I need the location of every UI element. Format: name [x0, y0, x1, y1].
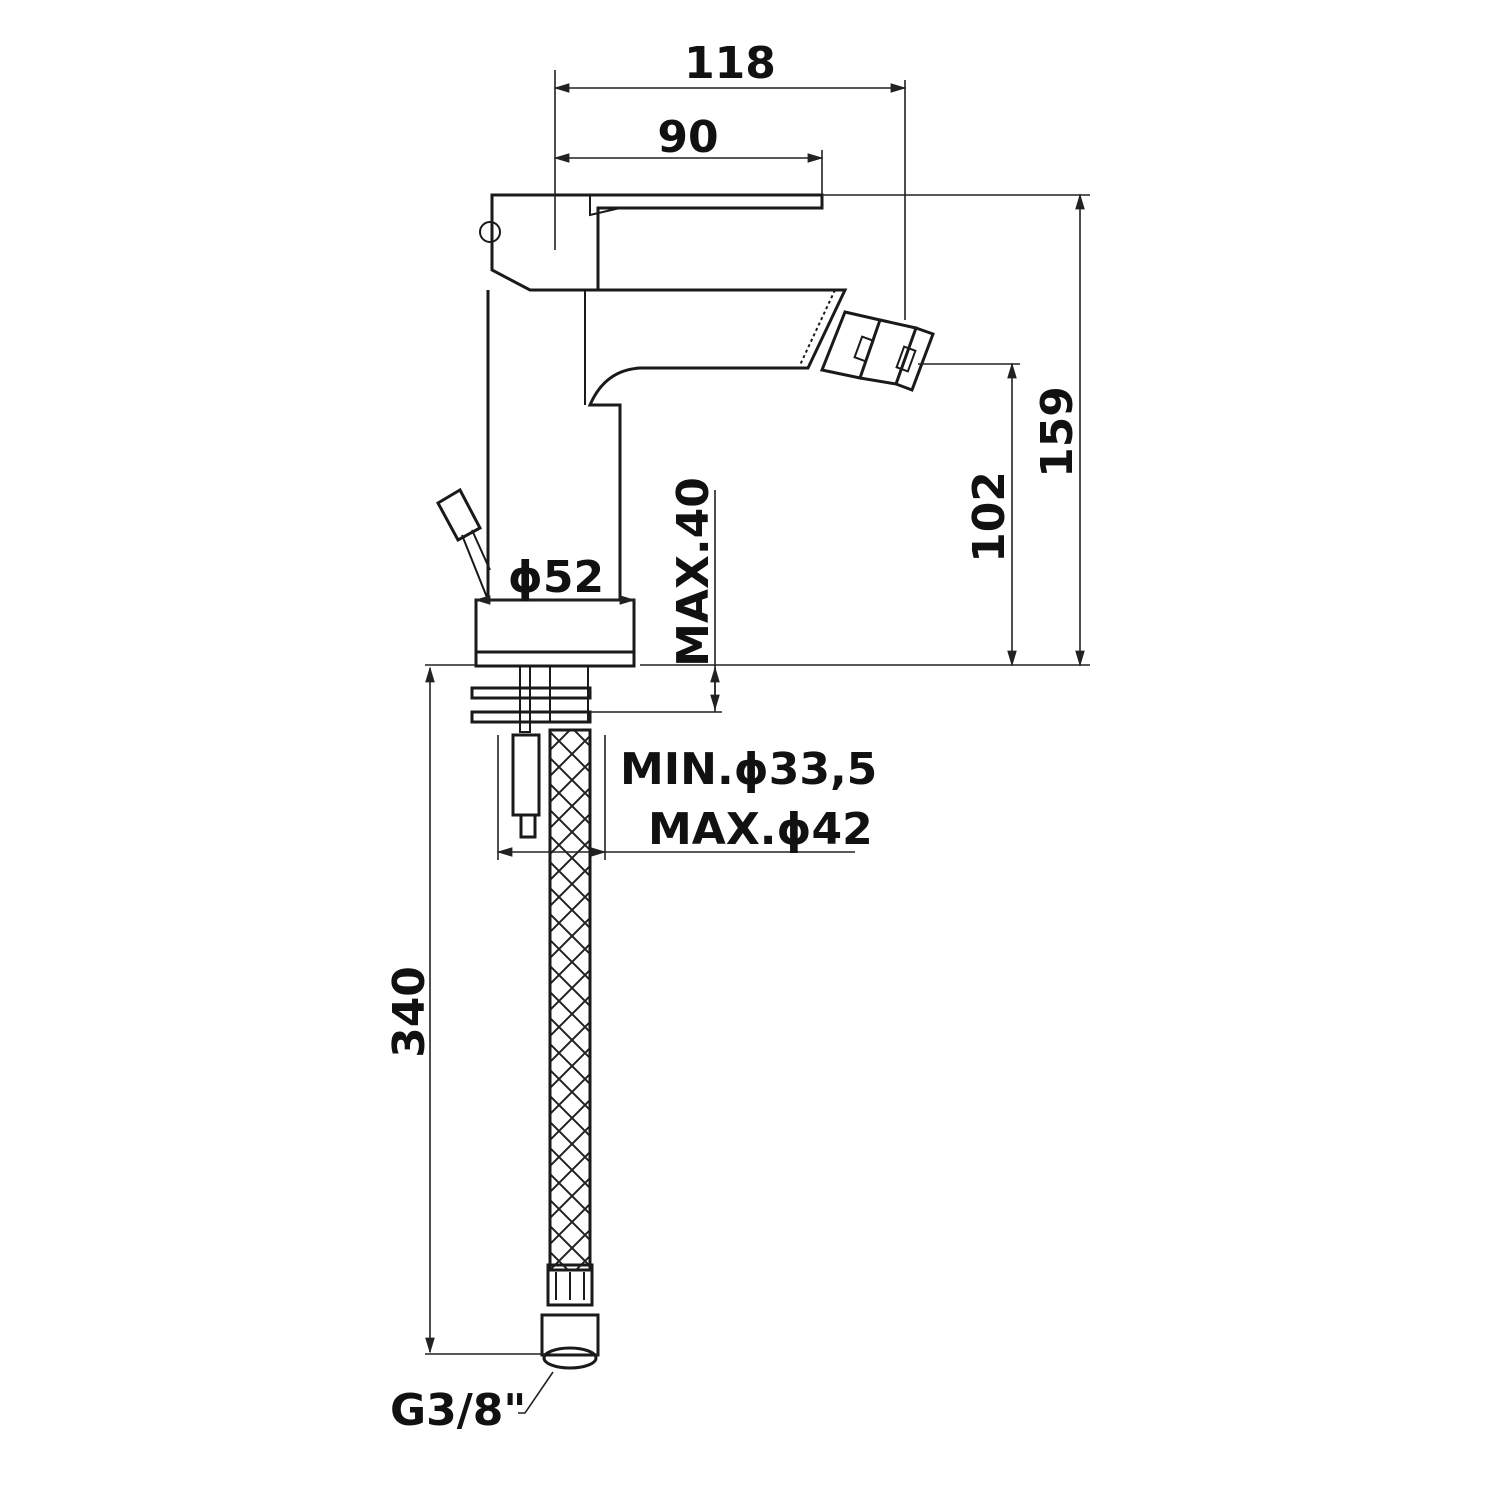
label-spout-height: 102 [964, 471, 1015, 563]
aerator [819, 310, 935, 392]
label-max-deck: MAX.40 [668, 477, 719, 667]
fixing-assembly [470, 665, 592, 839]
label-hose-length: 340 [384, 966, 435, 1058]
label-hole-min: MIN.ϕ33,5 [620, 744, 877, 795]
label-hole-max: MAX.ϕ42 [648, 804, 873, 855]
dimension-lines [425, 70, 1090, 1414]
faucet-body [435, 193, 935, 668]
label-thread: G3/8" [390, 1385, 526, 1436]
braided-hose [540, 728, 600, 1370]
label-total-height: 159 [1032, 386, 1083, 478]
label-base-diameter: ϕ52 [508, 552, 604, 603]
label-lever-reach: 90 [657, 112, 718, 163]
label-overall-reach: 118 [684, 38, 776, 89]
